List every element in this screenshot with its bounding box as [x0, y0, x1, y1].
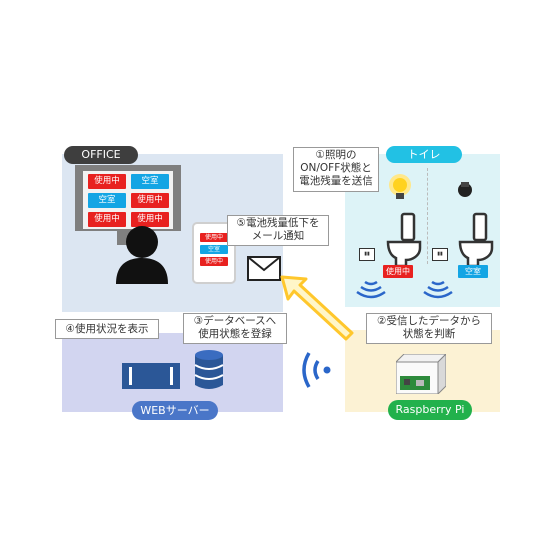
- person-icon: [116, 226, 168, 284]
- tablet-icon: 使用中 空室 使用中: [192, 222, 236, 284]
- data-flow-arrow: [280, 275, 354, 341]
- toilet-left-icon: [386, 212, 422, 268]
- raspberry-pi-label: Raspberry Pi: [388, 400, 472, 420]
- server-label: WEBサーバー: [132, 401, 218, 420]
- toilet-label: トイレ: [386, 146, 462, 163]
- toilet-right-status: 空室: [458, 265, 488, 278]
- server-rack-icon: [122, 363, 180, 389]
- monitor-tile: 空室: [131, 174, 169, 189]
- tablet-tile: 使用中: [200, 257, 228, 266]
- callout-step1: ①照明の ON/OFF状態と 電池残量を送信: [293, 147, 379, 192]
- database-icon: [194, 350, 224, 389]
- monitor-tile: 使用中: [88, 174, 126, 189]
- callout-step4: ④使用状況を表示: [55, 319, 159, 339]
- toilet-right-icon: [458, 212, 494, 268]
- signal-right-icon: [423, 280, 453, 299]
- sensor-left-icon: ▮▮: [359, 248, 375, 261]
- toilet-divider: [427, 168, 428, 264]
- mail-icon: [247, 256, 281, 281]
- monitor-tile: 使用中: [88, 212, 126, 227]
- signal-left-icon: [356, 280, 386, 299]
- tablet-tile: 空室: [200, 245, 228, 254]
- lightbulb-on-icon: [389, 174, 411, 199]
- monitor-tile: 使用中: [131, 193, 169, 208]
- wireless-signal-icon: [302, 352, 331, 388]
- office-label: OFFICE: [64, 146, 138, 164]
- raspberry-pi-box-icon: [396, 354, 446, 394]
- monitor-tile: 使用中: [131, 212, 169, 227]
- callout-step2: ②受信したデータから 状態を判断: [366, 313, 492, 344]
- monitor-tile: 空室: [88, 193, 126, 208]
- sensor-right-icon: ▮▮: [432, 248, 448, 261]
- toilet-left-status: 使用中: [383, 265, 413, 278]
- callout-step3: ③データベースへ 使用状態を登録: [183, 313, 287, 344]
- tablet-tile: 使用中: [200, 233, 228, 242]
- callout-step5: ⑤電池残量低下を メール通知: [227, 215, 329, 246]
- lightbulb-off-icon: [458, 182, 472, 197]
